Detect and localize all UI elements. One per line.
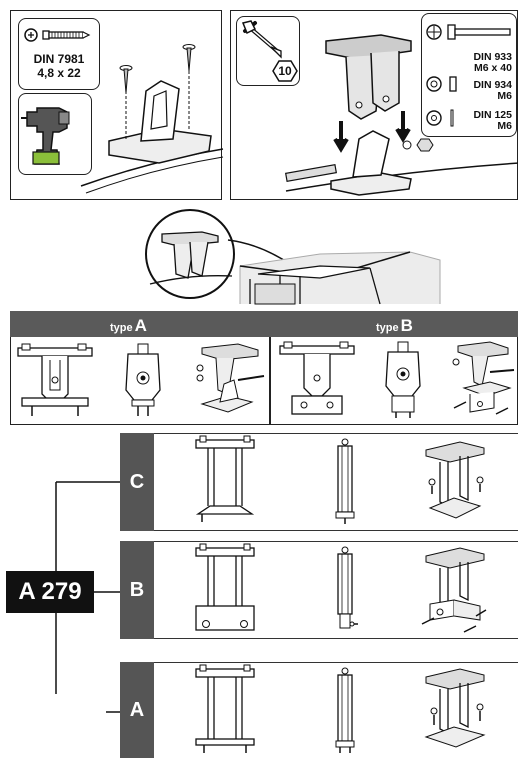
variant-b-tab: B xyxy=(120,541,154,639)
type-a-side-view xyxy=(125,343,161,416)
part-bolt-size: M6 x 40 xyxy=(474,62,512,74)
hex-bolt-icon xyxy=(426,24,511,127)
part-washer-size: M6 xyxy=(497,120,512,132)
variant-c-tab: C xyxy=(120,433,154,531)
type-a-letter: A xyxy=(134,316,147,335)
variant-c-box xyxy=(120,433,518,531)
vehicle-mount-illustration xyxy=(145,209,441,305)
variant-b-iso-view xyxy=(421,547,487,633)
type-a-prefix: type xyxy=(110,322,133,334)
part-bolt-standard: DIN 933 xyxy=(473,51,512,63)
variant-b-box xyxy=(120,541,518,639)
screw-icon xyxy=(24,28,91,42)
wrench-box: 10 xyxy=(236,16,300,86)
type-b-front-view xyxy=(279,341,355,415)
type-b-prefix: type xyxy=(376,322,399,334)
wrench-size-label: 10 xyxy=(278,64,292,78)
type-divider xyxy=(269,337,271,425)
variant-c-iso-view xyxy=(425,441,485,519)
model-number-badge: A 279 xyxy=(6,571,94,613)
drill-box xyxy=(18,93,92,175)
screw-standard-label: DIN 7981 xyxy=(33,52,85,66)
part-nut-standard: DIN 934 xyxy=(473,79,512,91)
type-a-front-view xyxy=(17,343,93,416)
variant-a-iso-view xyxy=(424,668,486,748)
assembly-illustration xyxy=(284,34,518,196)
variant-a-box xyxy=(120,662,518,758)
type-b-letter: B xyxy=(400,316,413,335)
drill-icon xyxy=(21,107,70,165)
variant-a-side-view xyxy=(335,667,355,753)
screw-size-label: 4,8 x 22 xyxy=(37,66,81,80)
variant-b-front-view xyxy=(195,543,255,631)
parts-box: DIN 933 M6 x 40 DIN 934 M6 DIN 125 M6 xyxy=(421,13,517,137)
step2-panel: 10 DIN 933 M6 x 40 DIN 934 M6 DIN 125 M6 xyxy=(230,10,518,200)
part-washer-standard: DIN 125 xyxy=(473,109,512,121)
variant-b-side-view xyxy=(337,546,358,629)
type-b-side-view xyxy=(385,341,421,418)
part-nut-size: M6 xyxy=(497,90,512,102)
wrench-icon xyxy=(241,20,298,82)
step1-panel: DIN 7981 4,8 x 22 xyxy=(10,10,224,200)
variant-a-tab: A xyxy=(120,662,154,758)
bracket-illustration xyxy=(80,44,224,194)
screw-spec-box: DIN 7981 4,8 x 22 xyxy=(18,18,100,90)
variant-c-side-view xyxy=(335,438,355,524)
type-b-exploded-view xyxy=(452,341,515,415)
type-a-exploded-view xyxy=(196,343,265,413)
variant-a-front-view xyxy=(195,664,255,753)
variant-c-front-view xyxy=(195,435,255,522)
